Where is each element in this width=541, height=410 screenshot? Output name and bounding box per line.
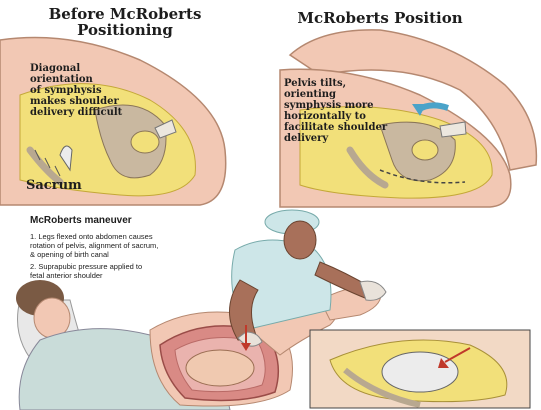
sacrum-label: Sacrum [26,178,82,193]
mcroberts-panel-note: Pelvis tilts, orienting symphysis more h… [284,78,414,144]
maneuver-title: McRoberts maneuver [30,215,132,226]
inset-fetal-head [382,352,458,392]
before-panel-note: Diagonal orientation of symphysis makes … [30,63,160,118]
fetus [186,350,254,386]
nurse-face [284,221,316,259]
maneuver-step-1: 1. Legs flexed onto abdomen causes rotat… [30,232,250,259]
obturator-foramen [131,131,159,153]
mcroberts-panel-title: McRoberts Position [285,10,475,26]
before-panel-title: Before McRoberts Positioning [30,6,220,38]
obturator-foramen-right [412,140,438,160]
maneuver-step-2: 2. Suprapubic pressure applied to fetal … [30,262,250,280]
